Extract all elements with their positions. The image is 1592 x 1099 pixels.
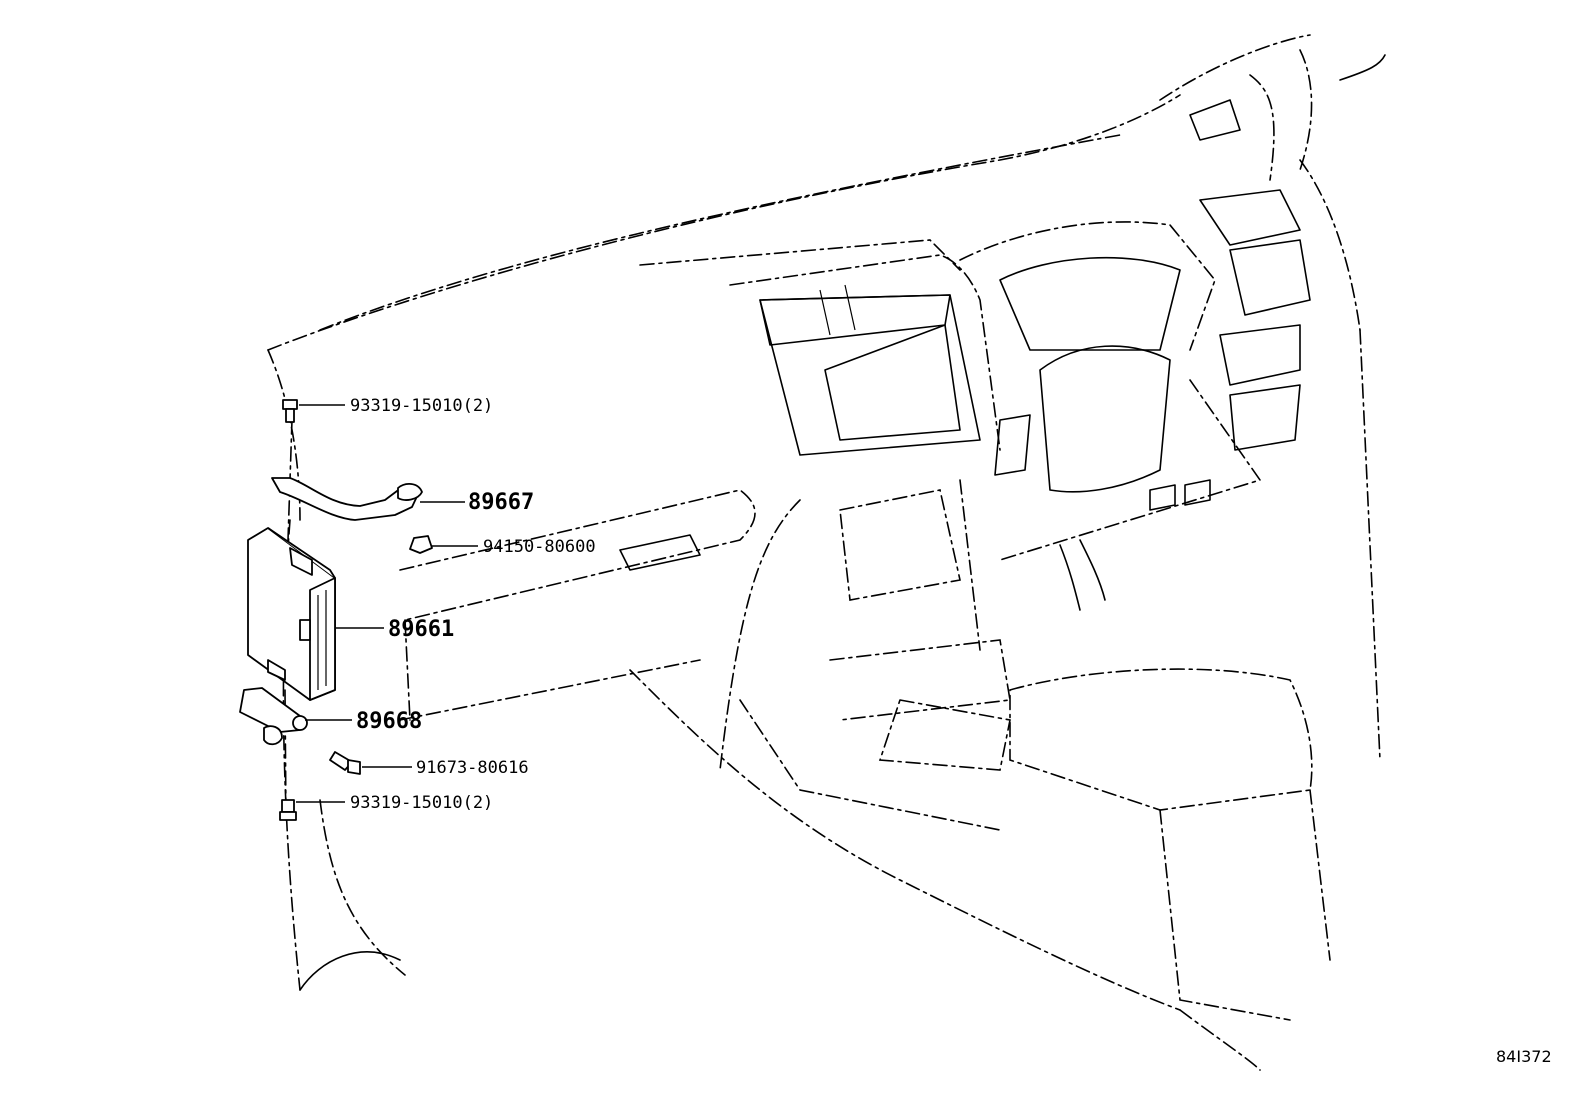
bolt-mid-icon [329,751,361,775]
dashboard-outline [267,34,1386,1071]
label-nut: 94150-80600 [483,537,596,557]
ecu-assembly [239,399,478,821]
label-bolt-bottom: 93319-15010(2) [350,793,493,813]
leader-lines [296,404,478,803]
lower-bracket-icon [239,687,308,746]
bolt-bottom-icon [279,799,297,821]
label-ecu: 89661 [388,617,454,642]
label-bolt-top: 93319-15010(2) [350,396,493,416]
callout-labels: 93319-15010(2) 89667 94150-80600 89661 8… [350,396,1552,1066]
label-bracket-lower: 89668 [356,709,422,734]
label-bracket-upper: 89667 [468,490,534,515]
ecu-box-icon [247,527,336,701]
figure-id: 84I372 [1496,1047,1552,1066]
upper-bracket-icon [271,477,423,521]
label-bolt-mid: 91673-80616 [416,758,529,778]
bolt-top-icon [282,399,298,423]
nut-icon [409,535,433,554]
